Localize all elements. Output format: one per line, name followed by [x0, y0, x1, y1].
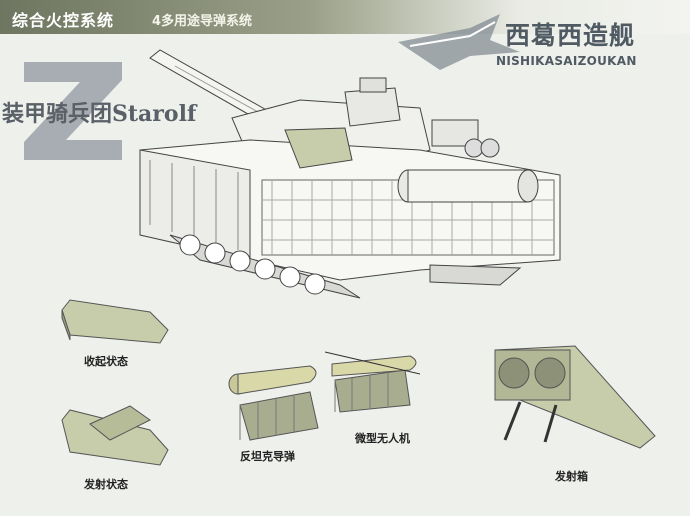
page-title: 综合火控系统 [12, 11, 115, 30]
caption-launcher-box: 发射箱 [555, 470, 588, 483]
caption-atgm: 反坦克导弹 [240, 450, 295, 463]
drone-illustration [324, 351, 421, 413]
logo-name-cn: 西葛西造舰 [505, 21, 636, 50]
header-banner: 综合火控系统 4多用途导弹系统 [0, 0, 690, 34]
shark-logo-icon [398, 14, 520, 70]
launcher-box-illustration [494, 345, 656, 449]
page-subtitle: 4多用途导弹系统 [152, 14, 253, 29]
tank-illustration [139, 49, 561, 299]
logo-name-en: NISHIKASAIZOUKAN [496, 54, 637, 68]
caption-launch: 发射状态 [84, 478, 128, 491]
caption-stowed: 收起状态 [84, 355, 128, 368]
caption-drone: 微型无人机 [355, 432, 410, 445]
stowed-module-illustration [61, 299, 169, 344]
z-emblem-icon [24, 62, 122, 160]
atgm-illustration [228, 365, 319, 441]
brand-text: 装甲骑兵团Starolf [2, 101, 197, 127]
launch-module-illustration [61, 405, 169, 466]
